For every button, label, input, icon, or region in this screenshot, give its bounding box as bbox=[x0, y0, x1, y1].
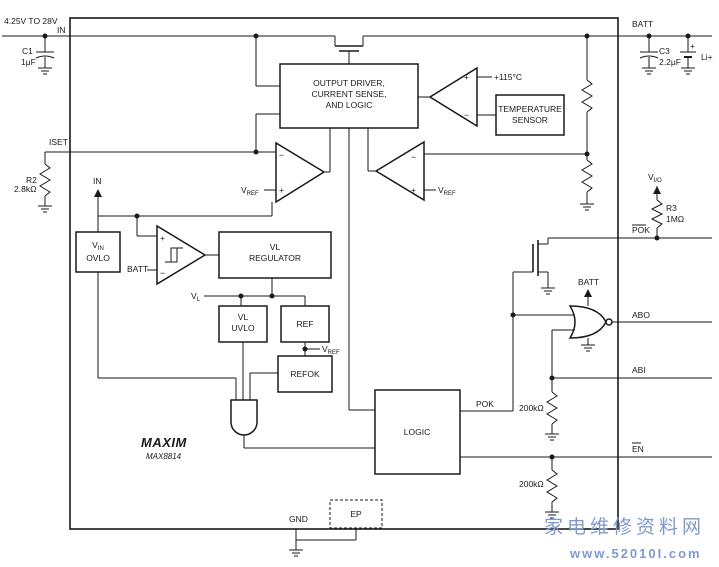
temp-sensor-line2: SENSOR bbox=[512, 115, 548, 125]
vin-ovlo-line1: VIN bbox=[92, 240, 104, 252]
vin-ovlo-block bbox=[75, 231, 121, 273]
c1-value: 1μF bbox=[21, 57, 36, 67]
batt-comparator bbox=[156, 224, 207, 286]
batt-pin-label: BATT bbox=[632, 19, 653, 29]
maxim-logo: MAXIM bbox=[141, 435, 188, 450]
svg-text:−: − bbox=[279, 150, 284, 160]
r3-value: 1MΩ bbox=[666, 214, 684, 224]
en-res-value: 200kΩ bbox=[519, 479, 544, 489]
svg-text:+: + bbox=[160, 233, 165, 243]
vl-reg-line2: REGULATOR bbox=[249, 253, 301, 263]
logic-block bbox=[374, 389, 461, 475]
svg-text:−: − bbox=[160, 268, 165, 278]
batt-hyst-label: BATT bbox=[127, 264, 148, 274]
vref-amp2: VREF bbox=[438, 185, 456, 197]
vl-label: VL bbox=[191, 291, 201, 303]
in-pin-label: IN bbox=[57, 25, 66, 35]
ic-outline bbox=[69, 17, 619, 530]
output-driver-line1: OUTPUT DRIVER, bbox=[313, 78, 385, 88]
output-driver-line2: CURRENT SENSE, bbox=[312, 89, 387, 99]
temp-sensor-line1: TEMPERATURE bbox=[498, 104, 562, 114]
pok-internal-label: POK bbox=[476, 399, 494, 409]
r2-value: 2.8kΩ bbox=[14, 184, 36, 194]
pok-pin-label: POK bbox=[632, 225, 650, 235]
vref-amp1: VREF bbox=[241, 185, 259, 197]
batt-regulation-amp bbox=[374, 140, 425, 202]
vio-label: VI/O bbox=[648, 172, 662, 184]
output-driver-block bbox=[279, 63, 419, 129]
c1-name: C1 bbox=[22, 46, 33, 56]
vref-ref: VREF bbox=[322, 344, 340, 356]
vl-uvlo-line2: UVLO bbox=[231, 323, 255, 333]
c3-name: C3 bbox=[659, 46, 670, 56]
refok-block bbox=[277, 355, 333, 393]
svg-text:−: − bbox=[411, 152, 416, 162]
svg-text:+: + bbox=[279, 185, 284, 195]
svg-text:−: − bbox=[464, 110, 469, 120]
svg-text:+: + bbox=[464, 72, 469, 82]
vl-uvlo-line1: VL bbox=[238, 312, 249, 322]
abi-pin-label: ABI bbox=[632, 365, 646, 375]
r3-name: R3 bbox=[666, 203, 677, 213]
refok-label: REFOK bbox=[290, 369, 320, 379]
abi-res-value: 200kΩ bbox=[519, 403, 544, 413]
svg-text:+: + bbox=[690, 41, 695, 51]
vl-regulator-block bbox=[218, 231, 332, 279]
output-driver-line3: AND LOGIC bbox=[326, 100, 373, 110]
r2-name: R2 bbox=[26, 175, 37, 185]
li-ion-label: Li+ bbox=[701, 52, 713, 62]
gnd-label: GND bbox=[289, 514, 308, 524]
vin-ovlo-line2: OVLO bbox=[86, 253, 110, 263]
temperature-sensor-block bbox=[495, 94, 565, 136]
ref-label: REF bbox=[297, 319, 314, 329]
iset-pin-label: ISET bbox=[49, 137, 68, 147]
temp-threshold: +115°C bbox=[494, 72, 522, 82]
en-pin-label: EN bbox=[632, 444, 644, 454]
vl-reg-line1: VL bbox=[270, 242, 281, 252]
batt-up-label: BATT bbox=[578, 277, 599, 287]
temp-comparator bbox=[428, 66, 478, 128]
c3-value: 2.2μF bbox=[659, 57, 681, 67]
watermark-url: www.52010I.com bbox=[569, 546, 702, 561]
part-number: MAX8814 bbox=[146, 452, 182, 461]
svg-text:+: + bbox=[411, 185, 416, 195]
abo-pin-label: ABO bbox=[632, 310, 650, 320]
current-sense-amp bbox=[275, 141, 326, 204]
in-arrow-label: IN bbox=[93, 176, 102, 186]
watermark-cn: 家电维修资料网 bbox=[544, 516, 705, 538]
logic-label: LOGIC bbox=[404, 427, 430, 437]
and-gate bbox=[230, 399, 258, 436]
supply-range-label: 4.25V TO 28V bbox=[4, 16, 58, 26]
ep-label: EP bbox=[350, 509, 362, 519]
or-gate bbox=[568, 305, 607, 339]
